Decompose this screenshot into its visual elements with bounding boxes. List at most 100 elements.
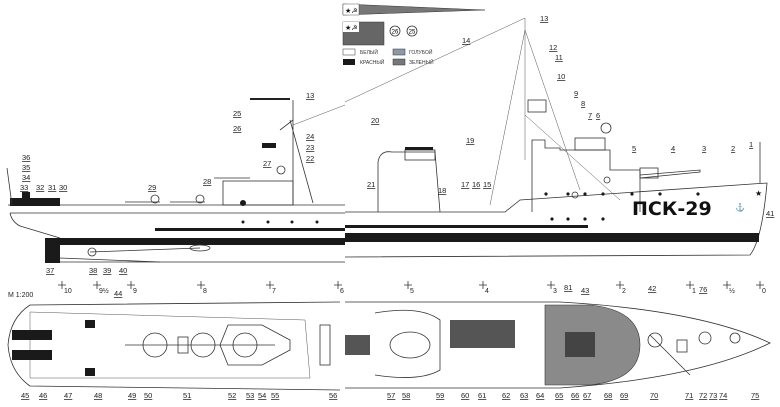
callout-number: 67 bbox=[583, 391, 591, 400]
direction-finder bbox=[600, 122, 612, 134]
callout-number: 70 bbox=[650, 391, 658, 400]
callout-number: 68 bbox=[604, 391, 612, 400]
callout-number: 10 bbox=[557, 72, 565, 81]
callout-number: 3 bbox=[702, 144, 706, 153]
callout-number: 71 bbox=[685, 391, 693, 400]
callout-number: 33 bbox=[20, 183, 28, 192]
callout-number: 26 bbox=[233, 124, 241, 133]
callout-number: 47 bbox=[64, 391, 72, 400]
frame-tick-label: 9 bbox=[133, 288, 137, 295]
color-legend: БЕЛЫЙ ГОЛУБОЙ КРАСНЫЙ ЗЕЛЕНЫЙ bbox=[342, 48, 434, 66]
frame-tick-mark bbox=[334, 281, 342, 289]
callout-number: 21 bbox=[367, 180, 375, 189]
callout-number: 74 bbox=[719, 391, 727, 400]
flag-references: 26 25 bbox=[389, 25, 418, 37]
callout-number: 11 bbox=[555, 53, 563, 62]
callout-number: 30 bbox=[59, 183, 67, 192]
svg-text:★☭: ★☭ bbox=[345, 24, 358, 32]
frame-tick-label: 9½ bbox=[99, 287, 109, 295]
plan-view-forward bbox=[345, 301, 771, 389]
frame-tick-mark bbox=[93, 281, 101, 289]
frame-tick-label: 1 bbox=[692, 288, 696, 295]
callout-number: 45 bbox=[21, 391, 29, 400]
callout-number: 27 bbox=[263, 159, 271, 168]
legend-white: БЕЛЫЙ bbox=[360, 48, 378, 56]
callout-number: 35 bbox=[22, 163, 30, 172]
callout-number: 38 bbox=[89, 266, 97, 275]
frame-tick-label: 8 bbox=[203, 288, 207, 295]
callout-number: 6 bbox=[596, 111, 600, 120]
depth-charge-rack bbox=[12, 330, 52, 340]
callout-number: 59 bbox=[436, 391, 444, 400]
frame-tick-label: 6 bbox=[340, 288, 344, 295]
callout-number: 4 bbox=[671, 144, 675, 153]
legend-swatch-green bbox=[392, 58, 406, 66]
propeller bbox=[87, 247, 97, 257]
callout-number: 15 bbox=[483, 180, 491, 189]
plan-view-aft bbox=[7, 301, 341, 391]
frame-tick-mark bbox=[756, 281, 764, 289]
frame-tick-mark bbox=[58, 281, 66, 289]
callout-number: 64 bbox=[536, 391, 544, 400]
callout-number: 24 bbox=[306, 132, 314, 141]
callout-number: 1 bbox=[749, 140, 753, 149]
frame-tick-mark bbox=[266, 281, 274, 289]
callout-number: 32 bbox=[36, 183, 44, 192]
legend-swatch-white bbox=[342, 48, 356, 56]
callout-number: 72 bbox=[699, 391, 707, 400]
callout-number: 44 bbox=[114, 289, 122, 298]
callout-number: 7 bbox=[588, 111, 592, 120]
callout-number: 5 bbox=[632, 144, 636, 153]
flag-ref-25: 25 bbox=[409, 30, 416, 36]
svg-text:★☭: ★☭ bbox=[345, 7, 358, 15]
callout-number: 12 bbox=[549, 43, 557, 52]
callout-number: 57 bbox=[387, 391, 395, 400]
bow-gun-plan bbox=[647, 332, 663, 348]
flag-ensign: ★☭ bbox=[342, 21, 385, 46]
callout-number: 41 bbox=[766, 209, 774, 218]
callout-number: 16 bbox=[472, 180, 480, 189]
callout-number: 46 bbox=[39, 391, 47, 400]
frame-tick-label: ½ bbox=[729, 287, 735, 295]
frame-tick-label: 4 bbox=[485, 288, 489, 295]
lifeboat bbox=[404, 149, 436, 161]
depth-charge-rack bbox=[12, 350, 52, 360]
callout-number: 81 bbox=[564, 283, 572, 292]
callout-number: 50 bbox=[144, 391, 152, 400]
legend-swatch-red bbox=[343, 59, 355, 65]
frame-tick-label: 0 bbox=[762, 288, 766, 295]
callout-number: 66 bbox=[571, 391, 579, 400]
rudder bbox=[45, 238, 60, 263]
callout-number: 14 bbox=[462, 36, 470, 45]
callout-number: 48 bbox=[94, 391, 102, 400]
callout-number: 2 bbox=[731, 144, 735, 153]
callout-number: 20 bbox=[371, 116, 379, 125]
legend-blue: ГОЛУБОЙ bbox=[409, 48, 433, 56]
legend-red: КРАСНЫЙ bbox=[360, 58, 385, 66]
callout-number: 73 bbox=[709, 391, 717, 400]
frame-tick-label: 10 bbox=[64, 288, 72, 295]
bridge bbox=[574, 137, 606, 151]
callout-number: 29 bbox=[148, 183, 156, 192]
side-view-aft bbox=[6, 98, 346, 263]
callout-number: 58 bbox=[402, 391, 410, 400]
callout-number: 65 bbox=[555, 391, 563, 400]
anchor-icon: ⚓ bbox=[735, 202, 745, 212]
bow-gun bbox=[639, 167, 659, 179]
callout-number: 17 bbox=[461, 180, 469, 189]
callout-number: 36 bbox=[22, 153, 30, 162]
callout-number: 22 bbox=[306, 154, 314, 163]
scale-label: М 1:200 bbox=[8, 292, 33, 299]
callout-number: 39 bbox=[103, 266, 111, 275]
frame-tick-label: 7 bbox=[272, 288, 276, 295]
frame-tick-mark bbox=[127, 281, 135, 289]
flag-ref-26: 26 bbox=[392, 30, 399, 36]
frame-tick-mark bbox=[479, 281, 487, 289]
callout-number: 60 bbox=[461, 391, 469, 400]
frame-tick-mark bbox=[404, 281, 412, 289]
frame-tick-mark bbox=[197, 281, 205, 289]
frame-tick-label: 2 bbox=[622, 288, 626, 295]
